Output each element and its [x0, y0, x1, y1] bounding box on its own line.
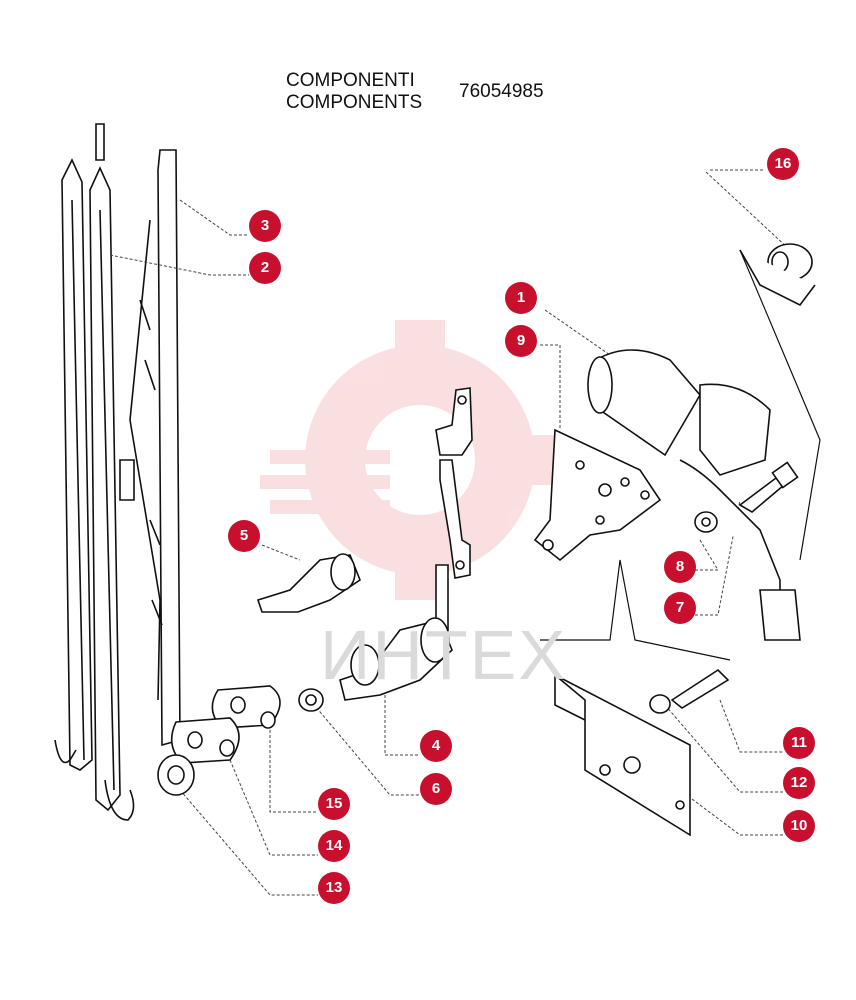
callout-12: 12	[783, 767, 815, 799]
callout-2: 2	[249, 252, 281, 284]
wiper-arm-assembly	[54, 123, 181, 821]
callout-3: 3	[249, 210, 281, 242]
callout-1: 1	[505, 282, 537, 314]
callout-5: 5	[228, 520, 260, 552]
watermark-text: ИНТЕХ	[320, 616, 568, 694]
part-number: 76054985	[459, 81, 544, 102]
washers-and-plates	[157, 685, 324, 796]
callout-6: 6	[420, 773, 452, 805]
bolt-and-washer	[694, 461, 799, 533]
callout-4: 4	[420, 730, 452, 762]
callout-10: 10	[783, 810, 815, 842]
title-english: COMPONENTS	[286, 92, 423, 113]
motor-bracket	[533, 428, 662, 562]
callout-13: 13	[318, 872, 350, 904]
callout-11: 11	[783, 727, 815, 759]
lower-bracket	[554, 668, 730, 837]
detail-section-lines	[540, 249, 821, 661]
cable-grommet	[739, 243, 816, 307]
callout-16: 16	[767, 148, 799, 180]
callout-8: 8	[664, 551, 696, 583]
callout-15: 15	[318, 788, 350, 820]
pivot-shafts	[256, 553, 453, 701]
leader-lines	[109, 169, 791, 896]
callout-9: 9	[505, 325, 537, 357]
diagram-title: COMPONENTI COMPONENTS	[286, 70, 422, 114]
watermark-logo	[260, 320, 560, 600]
wiper-motor	[587, 349, 801, 641]
callout-7: 7	[664, 592, 696, 624]
title-italian: COMPONENTI	[286, 70, 415, 91]
callout-14: 14	[318, 830, 350, 862]
